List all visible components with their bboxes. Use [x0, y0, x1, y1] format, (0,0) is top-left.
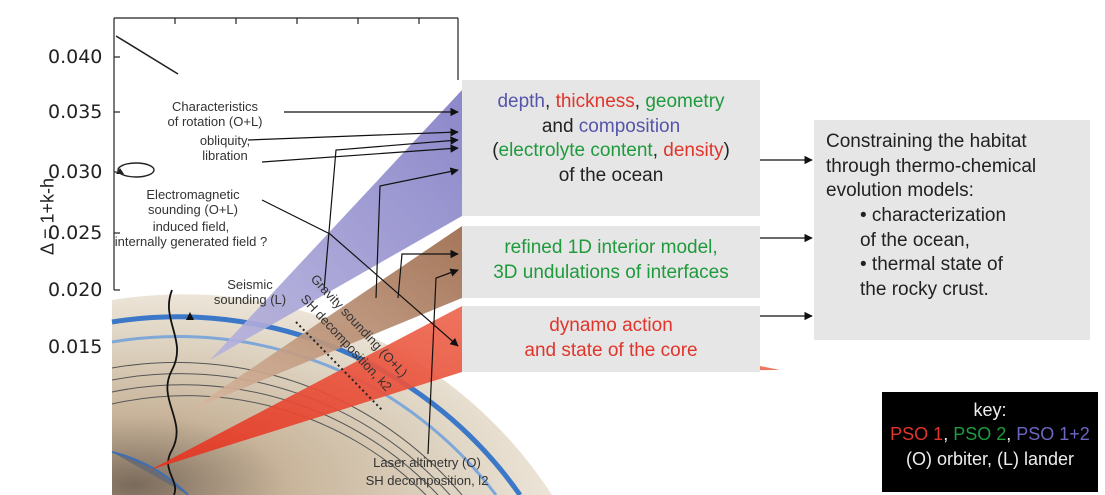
key-pso-line: PSO 1, PSO 2, PSO 1+2	[882, 422, 1098, 446]
paren-close: )	[723, 140, 730, 162]
plot-axes	[113, 17, 459, 291]
sep: ,	[545, 91, 556, 112]
connector-arrows	[247, 107, 813, 455]
key-line3: (O) orbiter, (L) lander	[905, 448, 1075, 469]
box-core: dynamo action and state of the core	[462, 306, 760, 372]
paren-open: (	[492, 140, 499, 162]
ytick-label: 0.025	[48, 222, 103, 244]
label-laser: Laser altimetry (O)	[373, 455, 481, 470]
text-of-ocean: of the ocean	[558, 165, 664, 187]
label-laser-sub: SH decomposition, l2	[365, 473, 489, 488]
key-sep: ,	[943, 424, 954, 445]
legend-key: key: PSO 1, PSO 2, PSO 1+2 (O) orbiter, …	[882, 392, 1098, 492]
ytick-label: 0.020	[48, 279, 103, 301]
ytick-label: 0.035	[48, 101, 103, 123]
habitat-line3: evolution models:	[826, 180, 974, 202]
label-em: Electromagnetic sounding (O+L)	[146, 187, 240, 217]
text-geometry: geometry	[645, 91, 725, 112]
text-composition: composition	[578, 115, 681, 137]
rotation-arrow-head	[116, 168, 124, 174]
text-and: and	[541, 115, 579, 137]
sep: ,	[634, 91, 646, 112]
habitat-line7: the rocky crust.	[860, 279, 989, 301]
habitat-line4: • characterization	[860, 205, 1007, 227]
ytick-label: 0.030	[48, 161, 103, 183]
core-line1: dynamo action	[549, 315, 673, 336]
key-title: key:	[973, 400, 1007, 420]
label-seismic: Seismic sounding (L)	[213, 277, 287, 307]
text-thickness: thickness	[555, 91, 635, 112]
ytick-label: 0.040	[48, 46, 103, 68]
sep: ,	[652, 140, 664, 162]
box-habitat: Constraining the habitat through thermo-…	[814, 120, 1090, 340]
gravity-dotted-line	[295, 321, 383, 411]
box-ocean: depth, thickness, geometry and compositi…	[462, 80, 760, 216]
delta-curve	[115, 35, 179, 75]
habitat-line1: Constraining the habitat	[826, 131, 1027, 152]
y-axis-label: Δ = 1+k-h	[37, 177, 58, 256]
label-em-sub: induced field, internally generated fiel…	[114, 219, 268, 249]
interior-line2: 3D undulations of interfaces	[493, 261, 729, 283]
label-rotation-sub: obliquity, libration	[199, 133, 251, 163]
text-depth: depth	[497, 91, 545, 112]
text-electrolyte: electrolyte content	[498, 140, 653, 162]
box-interior: refined 1D interior model, 3D undulation…	[462, 226, 760, 298]
ytick-label: 0.015	[48, 336, 103, 358]
habitat-line5: of the ocean,	[860, 229, 970, 251]
habitat-line6: • thermal state of	[860, 254, 1003, 276]
core-line2: and state of the core	[524, 339, 698, 361]
wedge-ocean	[210, 90, 462, 360]
rotation-arrow	[117, 162, 155, 178]
key-pso2: PSO 2	[953, 424, 1007, 445]
text-density: density	[663, 140, 724, 162]
key-pso1: PSO 1	[890, 424, 944, 445]
habitat-line2: through thermo-chemical	[826, 155, 1037, 177]
interior-line1: refined 1D interior model,	[504, 237, 718, 258]
key-sep: ,	[1006, 424, 1017, 445]
wedge-interior	[190, 226, 462, 410]
label-rotation: Characteristics of rotation (O+L)	[167, 99, 263, 129]
key-pso12: PSO 1+2	[1016, 424, 1090, 445]
